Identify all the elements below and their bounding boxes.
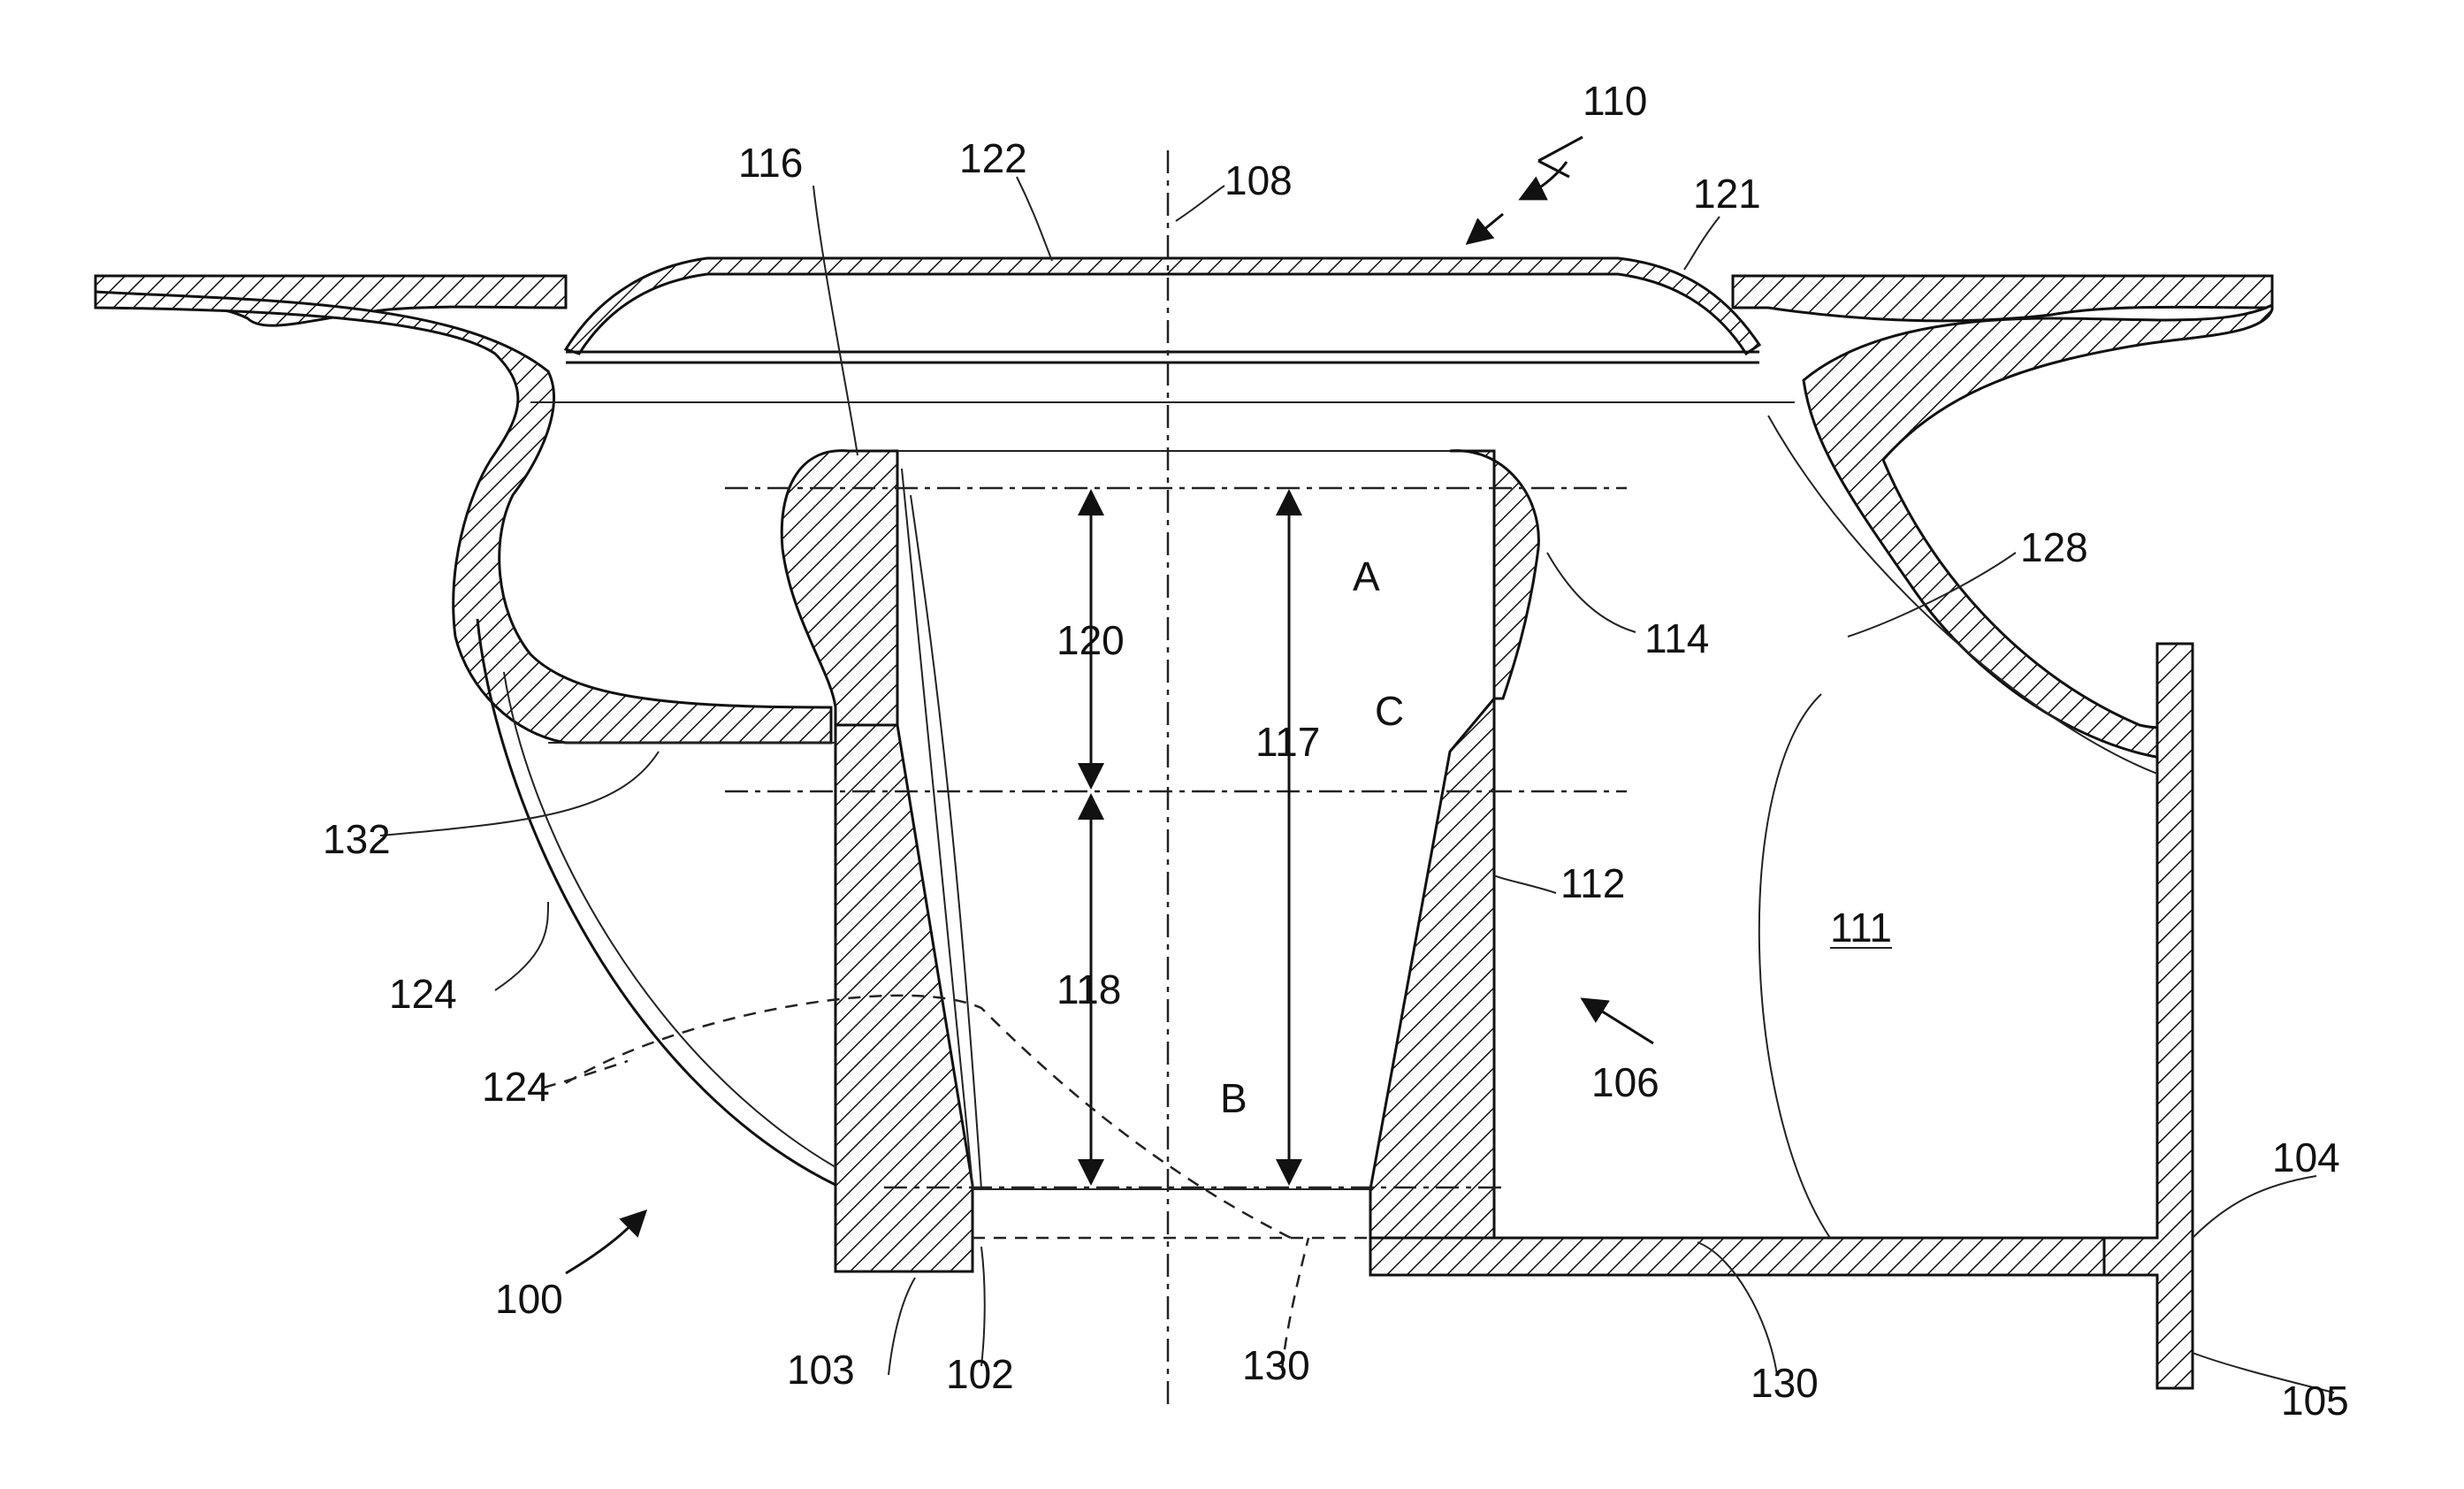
label-116: 116 xyxy=(738,140,803,186)
label-124-upper: 124 xyxy=(389,971,457,1017)
label-103: 103 xyxy=(787,1347,855,1393)
label-112: 112 xyxy=(1560,860,1625,906)
label-120: 120 xyxy=(1057,617,1125,663)
shroud-dome xyxy=(566,258,1759,354)
label-121: 121 xyxy=(1693,171,1761,217)
label-114: 114 xyxy=(1644,615,1709,661)
top-flange-right xyxy=(1733,276,2272,321)
label-105: 105 xyxy=(2281,1378,2349,1424)
label-110: 110 xyxy=(1583,78,1647,124)
label-132: 132 xyxy=(323,816,391,862)
label-117: 117 xyxy=(1255,719,1320,765)
label-130-right: 130 xyxy=(1751,1360,1819,1406)
label-100: 100 xyxy=(495,1276,563,1322)
label-130-center: 130 xyxy=(1242,1342,1310,1388)
label-106: 106 xyxy=(1591,1059,1659,1105)
label-111: 111 xyxy=(1830,905,1892,951)
label-C: C xyxy=(1375,688,1404,734)
label-118: 118 xyxy=(1057,966,1121,1012)
left-volute-wall xyxy=(95,292,831,743)
label-A: A xyxy=(1353,554,1380,599)
label-104: 104 xyxy=(2272,1134,2340,1180)
label-108: 108 xyxy=(1224,157,1293,203)
bottom-floor xyxy=(1370,1238,2193,1275)
label-124-lower: 124 xyxy=(482,1064,550,1110)
label-122: 122 xyxy=(959,135,1027,181)
inlet-ring-left xyxy=(782,451,897,725)
label-102: 102 xyxy=(946,1351,1014,1397)
label-128: 128 xyxy=(2020,524,2088,570)
throat-wall-right xyxy=(1370,699,1494,1238)
label-B: B xyxy=(1220,1075,1247,1121)
